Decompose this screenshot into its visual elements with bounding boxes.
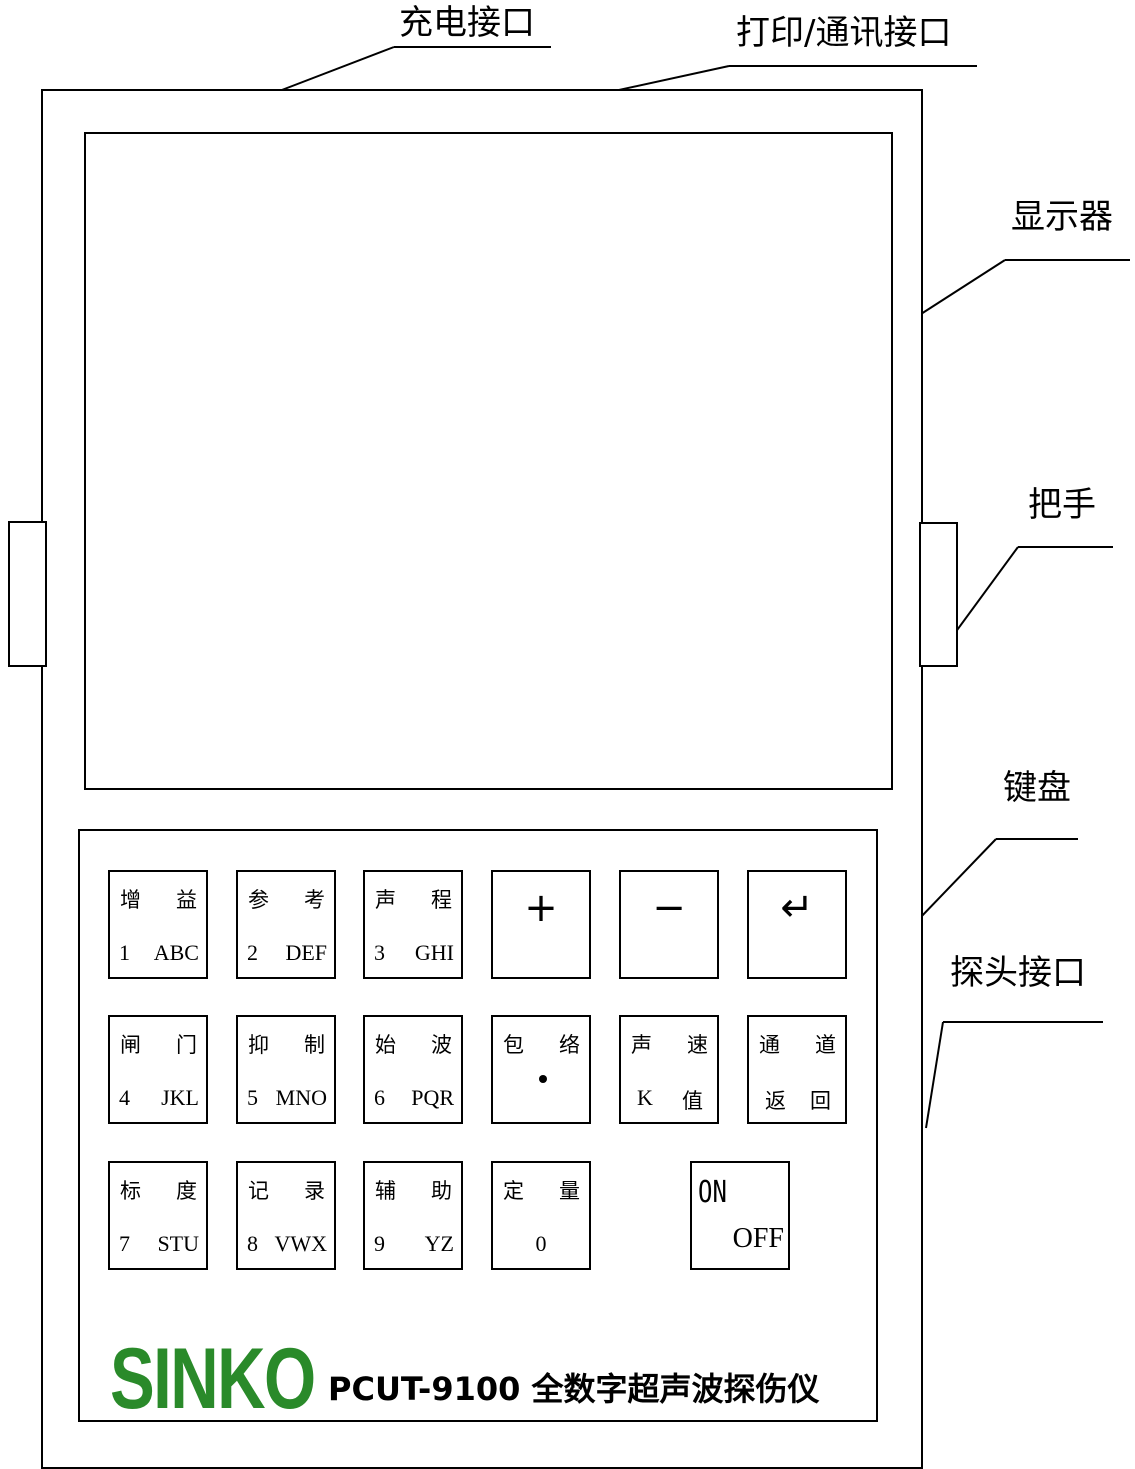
key-label: 声	[375, 888, 396, 912]
reference-key[interactable]: 参 考 2 DEF	[236, 870, 336, 979]
power-key[interactable]: ON OFF	[690, 1161, 790, 1270]
handle-label: 把手	[1028, 485, 1096, 525]
brand-logo: SINKO	[110, 1331, 316, 1427]
key-label: 益	[176, 888, 197, 912]
key-label: 度	[176, 1179, 197, 1203]
key-label: 门	[176, 1033, 197, 1057]
key-label: 包	[503, 1033, 524, 1057]
key-number: 7	[119, 1231, 130, 1256]
key-label: 录	[304, 1179, 325, 1203]
key-letters: VWX	[274, 1231, 327, 1256]
key-number: 3	[374, 940, 385, 965]
record-key[interactable]: 记 录 8 VWX	[236, 1161, 336, 1270]
auxiliary-key[interactable]: 辅 助 9 YZ	[363, 1161, 463, 1270]
key-letters: ABC	[153, 940, 199, 965]
envelope-key[interactable]: 包络	[491, 1015, 591, 1124]
keypad-panel: 增 益 1 ABC 参 考 2 DEF 声 程 3 GHI + − ↵ 闸 门 4 JKL 抑 制…	[78, 829, 878, 1422]
key-number: K	[637, 1085, 653, 1110]
dot-icon	[539, 1075, 547, 1083]
keyboard-label: 键盘	[1003, 768, 1071, 808]
plus-key[interactable]: +	[491, 870, 591, 979]
key-label: 考	[304, 888, 325, 912]
key-number: 6	[374, 1085, 385, 1110]
key-letters: GHI	[414, 940, 454, 965]
key-label: 返	[765, 1089, 786, 1113]
key-number: 0	[535, 1231, 547, 1256]
power-on-label: ON	[698, 1175, 727, 1210]
plus-icon: +	[524, 885, 558, 931]
gate-key[interactable]: 闸 门 4 JKL	[108, 1015, 208, 1124]
key-label: 记	[248, 1179, 269, 1203]
probe-port-label: 探头接口	[950, 953, 1086, 993]
sound-velocity-key[interactable]: 声 速 K 值	[619, 1015, 719, 1124]
key-label: 络	[559, 1033, 580, 1057]
model-name: PCUT-9100 全数字超声波探伤仪	[328, 1370, 820, 1408]
key-letters: YZ	[424, 1231, 454, 1256]
enter-key[interactable]: ↵	[747, 870, 847, 979]
probe-port-leader	[925, 1021, 944, 1129]
key-label: 抑	[248, 1033, 269, 1057]
key-label: 速	[687, 1033, 708, 1057]
key-number: 5	[247, 1085, 258, 1110]
display-screen	[84, 132, 893, 790]
key-letters: MNO	[275, 1085, 327, 1110]
key-letters: PQR	[411, 1085, 454, 1110]
key-letters: STU	[157, 1231, 199, 1256]
key-label: 标	[120, 1179, 141, 1203]
key-number: 9	[374, 1231, 385, 1256]
enter-icon: ↵	[780, 885, 814, 931]
minus-icon: −	[652, 885, 686, 931]
key-number: 8	[247, 1231, 258, 1256]
key-letters: 值	[682, 1089, 703, 1113]
calibration-key[interactable]: 标 度 7 STU	[108, 1161, 208, 1270]
charge-port-leader	[273, 46, 395, 94]
key-label: 辅	[375, 1179, 396, 1203]
key-label: 增	[120, 888, 141, 912]
key-label: 闸	[120, 1033, 141, 1057]
key-number: 4	[119, 1085, 130, 1110]
right-handle	[919, 522, 958, 667]
channel-return-key[interactable]: 通 道 返回	[747, 1015, 847, 1124]
key-label: 助	[431, 1179, 452, 1203]
key-label: 制	[304, 1033, 325, 1057]
key-number: 1	[119, 940, 130, 965]
key-label: 波	[431, 1033, 452, 1057]
key-label: 程	[431, 888, 452, 912]
key-label: 通	[759, 1033, 780, 1057]
minus-key[interactable]: −	[619, 870, 719, 979]
key-letters: JKL	[161, 1085, 199, 1110]
key-label: 声	[631, 1033, 652, 1057]
reject-key[interactable]: 抑 制 5 MNO	[236, 1015, 336, 1124]
key-label: 量	[559, 1179, 580, 1203]
display-label: 显示器	[1011, 197, 1113, 237]
range-key[interactable]: 声 程 3 GHI	[363, 870, 463, 979]
gain-key[interactable]: 增 益 1 ABC	[108, 870, 208, 979]
charge-port-label: 充电接口	[399, 3, 535, 43]
key-label: 回	[810, 1089, 831, 1113]
initial-wave-key[interactable]: 始 波 6 PQR	[363, 1015, 463, 1124]
print-port-label: 打印/通讯接口	[736, 13, 952, 53]
key-label: 始	[375, 1033, 396, 1057]
key-number: 2	[247, 940, 258, 965]
key-label: 定	[503, 1179, 524, 1203]
power-off-label: OFF	[732, 1223, 784, 1254]
quantify-key[interactable]: 定 量 0	[491, 1161, 591, 1270]
key-label: 道	[815, 1033, 836, 1057]
key-letters: DEF	[285, 940, 327, 965]
key-label: 参	[248, 888, 269, 912]
left-handle	[8, 521, 47, 667]
